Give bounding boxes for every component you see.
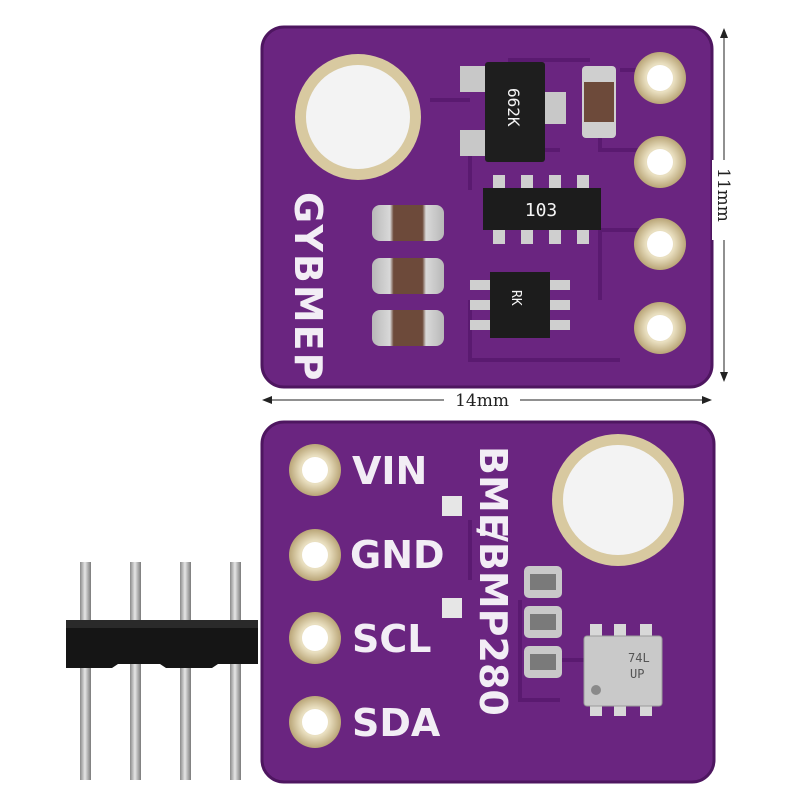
bottom-pcb-board: VIN GND SCL SDA BME /BMP280 74L UP [260,420,716,784]
resistor-array: 103 [483,175,601,244]
width-dimension: 14mm [262,390,712,412]
jumper-pad [442,496,462,516]
smd-capacitors-left [372,205,444,346]
pin-label-scl: SCL [352,617,431,661]
pin-label-gnd: GND [350,533,445,577]
bme280-sensor-chip: 74L UP [583,624,663,716]
voltage-regulator-chip: 662K [460,62,566,162]
smd-capacitors-bottom [524,566,562,678]
sensor-marking: 74L [628,651,650,665]
height-dimension-label: 11mm [713,168,733,222]
width-dimension-label: 14mm [455,391,509,411]
top-pcb-board: 662K 103 RK GYBMEP [260,25,714,389]
pin-label-vin: VIN [352,449,427,493]
top-board-label: GYBMEP [286,192,330,382]
smd-capacitor-top [582,66,616,138]
resistor-array-marking: 103 [525,200,558,221]
sensor-label-line2: /BMP280 [471,528,515,716]
bottom-header-pads [289,444,341,748]
top-header-pads [634,52,686,354]
jumper-pad [442,598,462,618]
pin-label-sda: SDA [352,701,441,745]
shifter-marking: RK [508,290,523,306]
sensor-label-line1: BME [471,446,515,539]
level-shifter-chip: RK [470,272,570,338]
height-dimension: 11mm [712,28,736,382]
regulator-marking: 662K [504,88,523,127]
sensor-marking-2: UP [630,667,644,681]
pin-header [66,562,258,780]
